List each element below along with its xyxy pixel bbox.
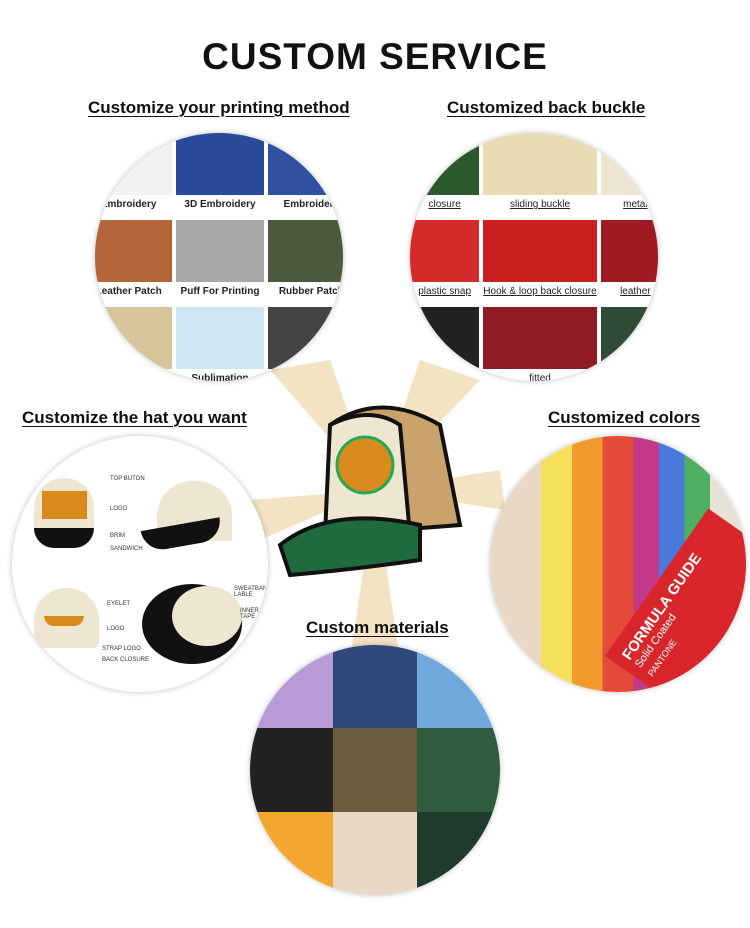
swatch-perforated bbox=[333, 811, 417, 895]
method-rubber-patch: Rubber Patch bbox=[278, 286, 343, 297]
buckle-label: Customized back buckle bbox=[447, 98, 646, 117]
colors-circle: FORMULA GUIDE Solid Coated PANTONE bbox=[490, 436, 746, 692]
swatch-black bbox=[250, 728, 334, 812]
fitted: fitted bbox=[529, 373, 551, 381]
part-strap-logo: STRAP LOGO bbox=[102, 646, 141, 652]
part-brim: BRIM bbox=[110, 533, 125, 539]
printing-circle: Embroidery 3D Embroidery Embroidery Leat… bbox=[95, 133, 343, 381]
center-cap-image bbox=[277, 405, 463, 578]
swatch-lavender bbox=[250, 645, 334, 729]
part-back-logo: LOGO bbox=[107, 626, 125, 632]
method-leather-patch: Leather Patch bbox=[95, 286, 162, 297]
cap-brim bbox=[34, 528, 94, 548]
materials-circle bbox=[250, 645, 500, 895]
logo-area bbox=[42, 491, 87, 519]
swatch-green bbox=[416, 728, 500, 812]
guide-subtitle: Solid Coated bbox=[632, 611, 679, 671]
swatch-camo bbox=[333, 728, 417, 812]
sliding-buckle: sliding buckle bbox=[509, 199, 571, 210]
colors-label: Customized colors bbox=[548, 408, 701, 427]
part-back-closure: BACK CLOSURE bbox=[102, 657, 150, 663]
method-3d-embroidery: 3D Embroidery bbox=[184, 199, 256, 210]
swatch-dark-green bbox=[416, 811, 500, 895]
part-top-button: TOP BUTON bbox=[110, 476, 145, 482]
page-title: CUSTOM SERVICE bbox=[202, 36, 548, 77]
method-puff-printing: Puff For Printing bbox=[180, 286, 260, 297]
cap-inside bbox=[172, 586, 242, 646]
buckle-circle: closure sliding buckle metal plastic sna… bbox=[410, 133, 658, 381]
hat-circle: TOP BUTON LOGO BRIM SANDWICH EYELET LOGO… bbox=[12, 436, 268, 692]
hook-loop-closure: Hook & loop back closure bbox=[483, 286, 597, 297]
swatch-orange-mesh bbox=[250, 811, 334, 895]
leather-strap: leather bbox=[620, 286, 651, 297]
method-embroidery-2: Embroidery bbox=[283, 199, 340, 210]
printing-label: Customize your printing method bbox=[88, 98, 350, 117]
materials-label: Custom materials bbox=[306, 618, 449, 637]
part-sandwich: SANDWICH bbox=[110, 546, 143, 552]
closure-option: closure bbox=[428, 199, 461, 210]
part-sweatband: SWEATBAND LABLE bbox=[234, 586, 268, 598]
swatch-blue bbox=[416, 645, 500, 729]
part-eyelet: EYELET bbox=[107, 601, 131, 607]
metal-buckle: metal bbox=[623, 199, 648, 210]
part-inner-tape: INNER TAPE bbox=[240, 608, 259, 620]
back-logo bbox=[44, 616, 84, 626]
plastic-snap: plastic snap bbox=[418, 286, 472, 297]
part-logo: LOGO bbox=[110, 506, 128, 512]
hat-label: Customize the hat you want bbox=[22, 408, 247, 427]
method-sublimation: Sublimation bbox=[191, 373, 249, 381]
swatch-navy-corduroy bbox=[333, 645, 417, 729]
method-embroidery: Embroidery bbox=[100, 199, 157, 210]
